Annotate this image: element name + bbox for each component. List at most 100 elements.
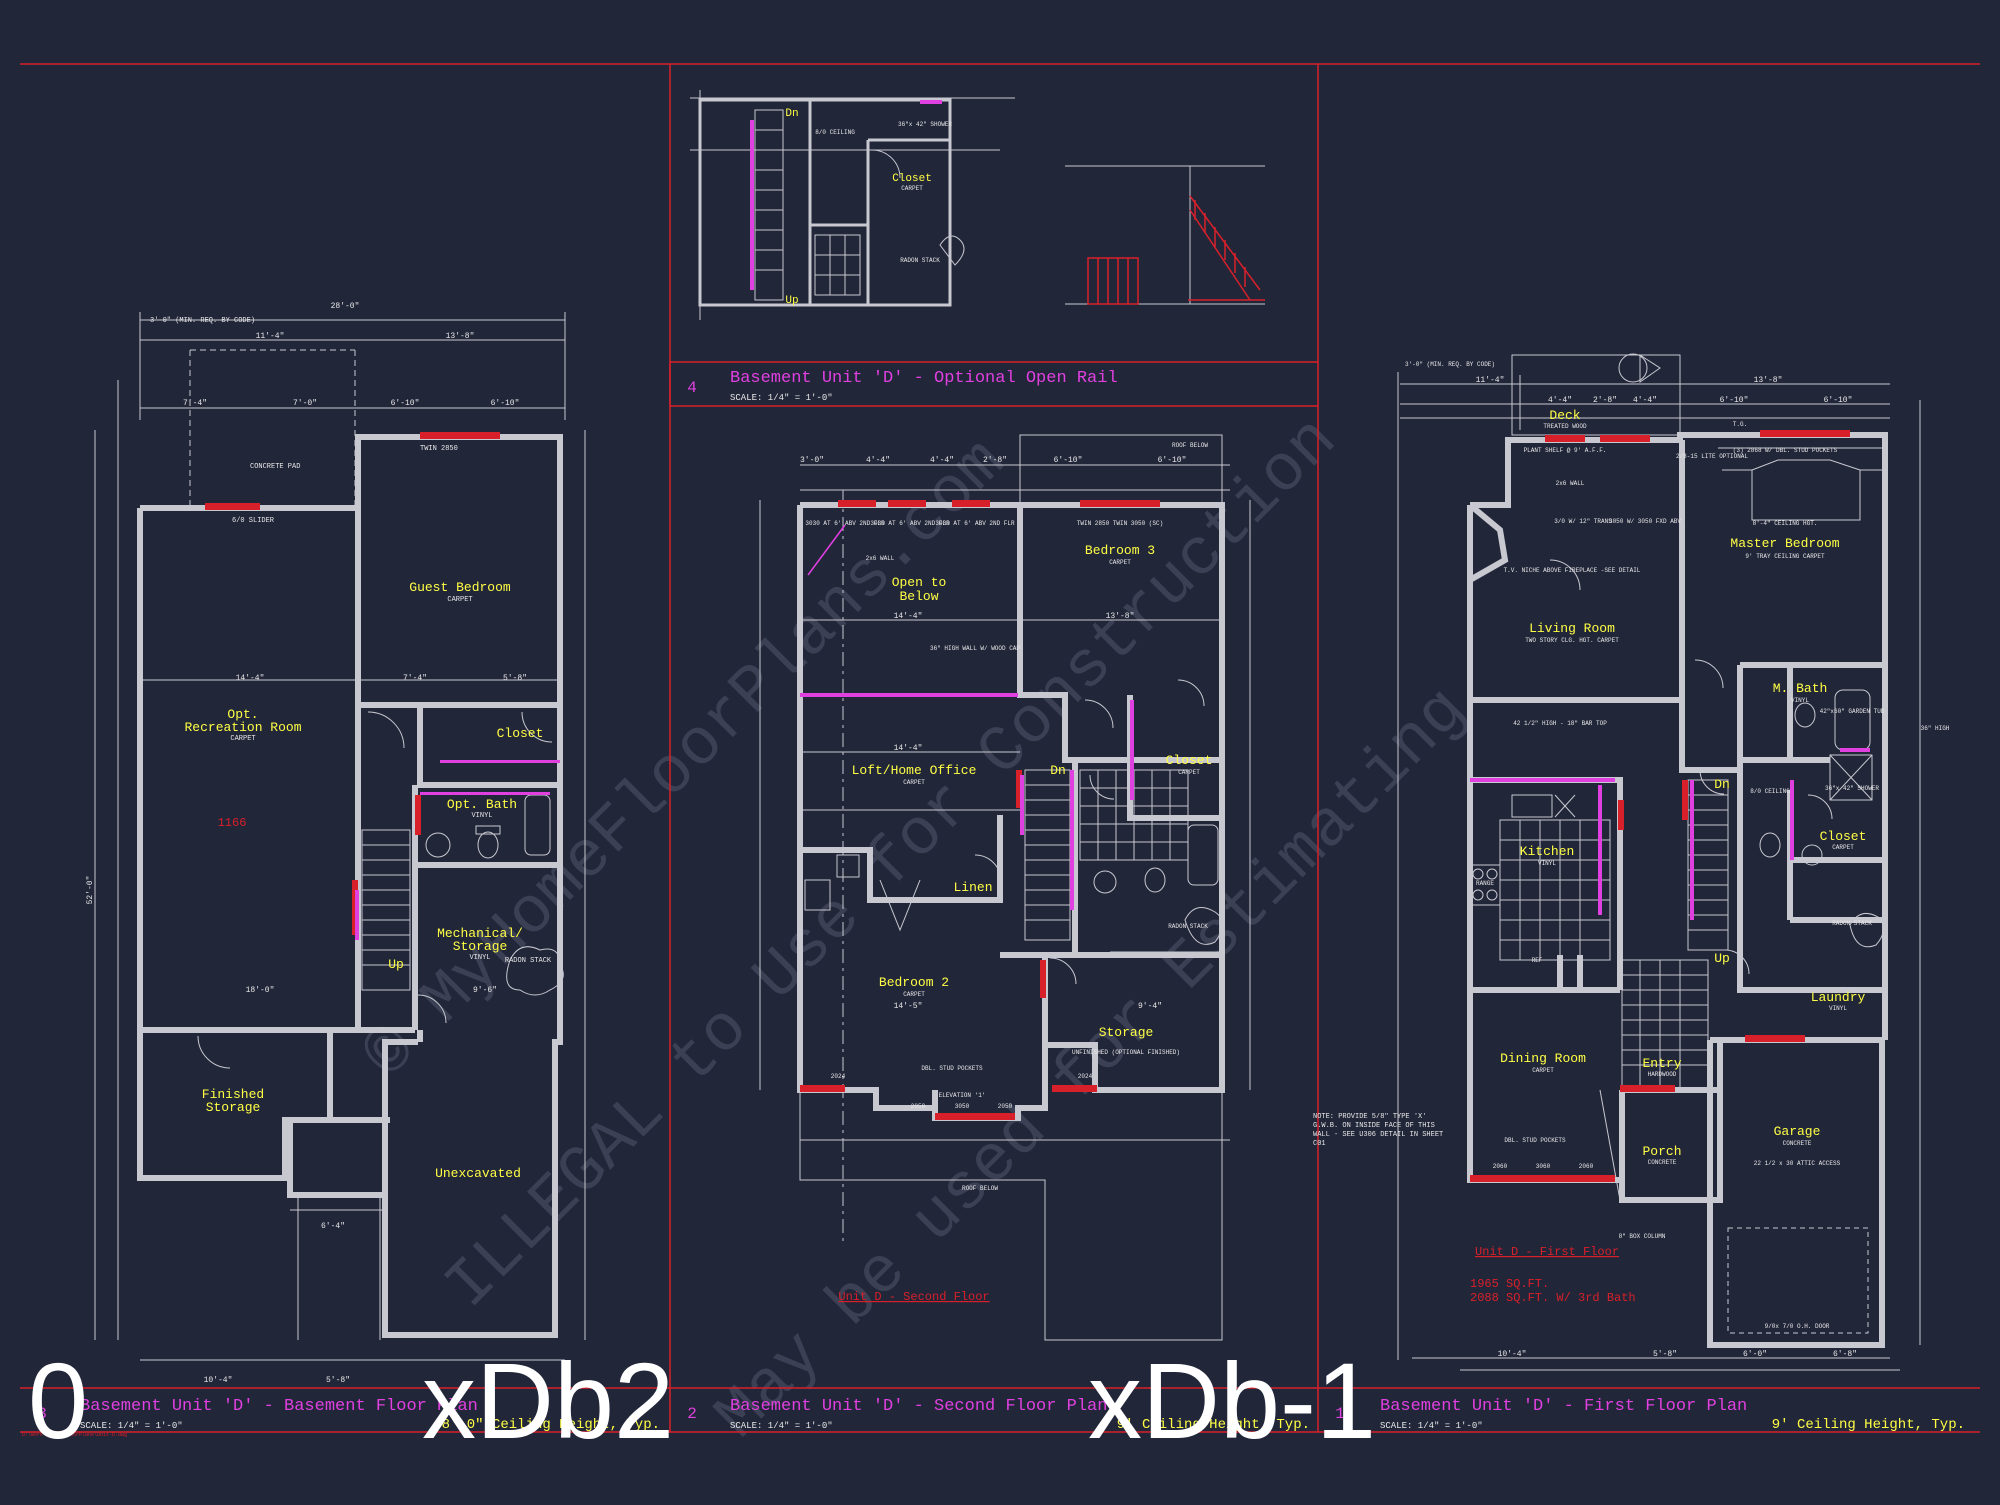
- dim-overall-width: 28'-0": [331, 302, 360, 311]
- dim-text: 9'-6": [473, 986, 497, 995]
- detail-number: 4: [687, 379, 697, 397]
- room-label-rec-room-2: Recreation Room: [184, 720, 301, 735]
- room-label-storage: Storage: [1099, 1025, 1154, 1040]
- room-label-finished: Finished: [202, 1087, 264, 1102]
- plan-scale: SCALE: 1/4" = 1'-0": [1380, 1421, 1483, 1431]
- room-label-rec-room-1: Opt.: [227, 707, 258, 722]
- room-label-garage: Garage: [1774, 1124, 1821, 1139]
- room-label-unexcavated: Unexcavated: [435, 1166, 521, 1181]
- note-window: 2060: [1493, 1163, 1508, 1170]
- ceiling-label: 8/0 CEILING: [815, 129, 855, 136]
- plan-ceiling-height: 8'-0" Ceiling Height, Typ.: [442, 1417, 660, 1433]
- room-label-deck: Deck: [1549, 408, 1580, 423]
- dim-text: 11'-4": [1476, 376, 1505, 385]
- room-label-opt-bath: Opt. Bath: [447, 797, 517, 812]
- room-label-master-bath: M. Bath: [1773, 681, 1828, 696]
- plan-title-second-floor: Basement Unit 'D' - Second Floor Plan: [730, 1397, 1107, 1416]
- dim-text: 6'-10": [1720, 396, 1749, 405]
- plan-number: 2: [687, 1405, 697, 1423]
- note-window: 2050: [998, 1103, 1013, 1110]
- dim-text: 6'-4": [321, 1222, 345, 1231]
- note-bar: 42 1/2" HIGH - 18" BAR TOP: [1513, 720, 1607, 727]
- dim-text: 7'-0": [293, 399, 317, 408]
- dim-text: 5'-8": [326, 1376, 350, 1385]
- finish-label: TWO STORY CLG. HGT. CARPET: [1525, 637, 1619, 644]
- room-label-porch: Porch: [1642, 1144, 1681, 1159]
- room-label-closet: Closet: [1166, 753, 1213, 768]
- room-label-loft: Loft/Home Office: [852, 763, 977, 778]
- finish-label: CARPET: [903, 991, 925, 998]
- note-elevation: ELEVATION '1': [939, 1092, 986, 1099]
- note-wall: 2x6 WALL: [866, 555, 895, 562]
- room-label-below: Below: [899, 589, 938, 604]
- dim-text: 2'-8": [1593, 396, 1617, 405]
- note-tub: 42"x60" GARDEN TUB: [1820, 708, 1885, 715]
- dim-text: 2'-8": [983, 456, 1007, 465]
- note-ref: REF: [1532, 957, 1543, 964]
- note-min-req: 3'-0" (MIN. REQ. BY CODE): [150, 317, 255, 325]
- plan-scale: SCALE: 1/4" = 1'-0": [730, 1421, 833, 1431]
- finish-label: VINYL: [1829, 1005, 1847, 1012]
- room-label-finished-storage: Storage: [206, 1100, 261, 1115]
- note-tg: T.G.: [1733, 421, 1747, 428]
- sheet-frame: [20, 63, 1980, 1433]
- finish-label: CARPET: [1832, 844, 1854, 851]
- note-window: 3030 AT 6' ABV 2ND FLR: [935, 520, 1015, 527]
- room-label-closet: Closet: [892, 173, 932, 185]
- note-box-column: 8" BOX COLUMN: [1619, 1233, 1666, 1240]
- dim-text: 6'-10": [391, 399, 420, 408]
- note-window: 3050 W/ 3050 FXD ABV: [1609, 518, 1681, 525]
- overlay-label-xdb2: xDb2: [422, 1340, 674, 1461]
- room-label-dining-room: Dining Room: [1500, 1051, 1586, 1066]
- note-twin-window: TWIN 2850 TWIN 3050 (SC): [1077, 520, 1163, 527]
- plan-ceiling-height: 9' Ceiling Height, Typ.: [1772, 1417, 1965, 1433]
- note-range: RANGE: [1476, 880, 1494, 887]
- open-rail-detail: Dn Up Closet CARPET 36"x 42" SHOWER RADO…: [687, 90, 1265, 403]
- note-36-high: 36" HIGH: [1921, 725, 1950, 732]
- dim-text: 10'-4": [204, 1376, 233, 1385]
- dim-text: 6'-0": [1743, 1350, 1767, 1359]
- note-window: 3060: [1536, 1163, 1551, 1170]
- finish-label: CARPET: [447, 596, 472, 604]
- note-roof-below: ROOF BELOW: [962, 1185, 998, 1192]
- dim-text: 18'-0": [246, 986, 275, 995]
- room-label-bedroom-3: Bedroom 3: [1085, 543, 1155, 558]
- sqft-3rd-bath-label: 2088 SQ.FT. W/ 3rd Bath: [1470, 1291, 1636, 1305]
- plan-title-first-floor: Basement Unit 'D' - First Floor Plan: [1380, 1397, 1747, 1416]
- finish-label: TREATED WOOD: [1543, 423, 1587, 430]
- detail-scale: SCALE: 1/4" = 1'-0": [730, 393, 833, 403]
- finish-label: CARPET: [1178, 769, 1200, 776]
- dim-text: 7'-4": [183, 399, 207, 408]
- dim-text: 14'-4": [894, 612, 923, 621]
- first-floor-plan: Deck Master Bedroom Living Room M. Bath …: [1313, 353, 1965, 1433]
- dim-side: 52'-0": [86, 876, 95, 905]
- finish-label: HARDWOOD: [1648, 1071, 1677, 1078]
- dim-text: 13'-8": [446, 332, 475, 341]
- dim-text: 14'-4": [236, 674, 265, 683]
- plan-number: 1: [1335, 1405, 1345, 1423]
- stair-dn-label: Dn: [1714, 777, 1730, 792]
- dim-text: 4'-4": [930, 456, 954, 465]
- note-door: 3/0 W/ 12" TRANS: [1554, 518, 1612, 525]
- note-plant-shelf: PLANT SHELF @ 9' A.F.F.: [1524, 447, 1607, 454]
- stair-dn-label: Dn: [1050, 763, 1066, 778]
- stair-up-label: Up: [785, 295, 798, 307]
- basement-plan: 28'-0" 11'-4" 13'-8" 7'-4" 7'-0" 6'-10" …: [86, 302, 586, 1385]
- radon-stack-label: RADON STACK: [900, 257, 940, 264]
- room-label-master-bedroom: Master Bedroom: [1730, 536, 1839, 551]
- finish-label: CONCRETE: [1648, 1159, 1677, 1166]
- note-pockets: DBL. STUD POCKETS: [921, 1065, 983, 1072]
- note-window: 2060: [1579, 1163, 1594, 1170]
- room-label-entry: Entry: [1642, 1056, 1681, 1071]
- dim-text: 4'-4": [866, 456, 890, 465]
- note-shower: 36"x 42" SHOWER: [1825, 785, 1879, 792]
- plan-ceiling-height: 9' Ceiling Height, Typ.: [1117, 1417, 1310, 1433]
- note-ceiling-height: 8'-4" CEILING HGT.: [1753, 520, 1818, 527]
- dim-text: 6'-10": [491, 399, 520, 408]
- note-window: 3050: [955, 1103, 970, 1110]
- stair-up-label: Up: [1714, 951, 1730, 966]
- radon-stack-label: RADON STACK: [1168, 923, 1208, 930]
- note-roof-below: ROOF BELOW: [1172, 442, 1208, 449]
- plan-scale: SCALE: 1/4" = 1'-0": [80, 1421, 183, 1431]
